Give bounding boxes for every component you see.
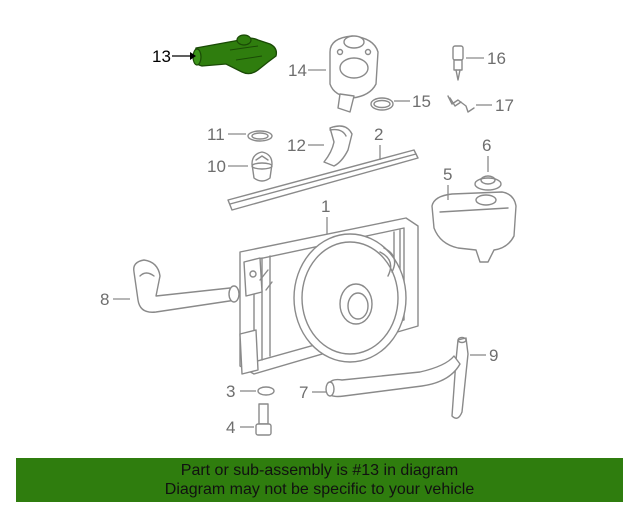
callout-16: 16 bbox=[466, 49, 506, 68]
part-11-gasket[interactable] bbox=[247, 130, 273, 142]
callout-12-label: 12 bbox=[287, 136, 306, 155]
callout-1: 1 bbox=[321, 197, 330, 234]
callout-15: 15 bbox=[394, 92, 431, 111]
part-12-bypass-hose[interactable] bbox=[323, 125, 353, 167]
callout-11-label: 11 bbox=[207, 125, 225, 144]
callout-17: 17 bbox=[476, 96, 514, 115]
callout-16-label: 16 bbox=[487, 49, 506, 68]
part-4-drain-plug[interactable] bbox=[255, 403, 272, 436]
callout-14-label: 14 bbox=[288, 61, 307, 80]
callout-5: 5 bbox=[443, 165, 452, 200]
banner-line-2: Diagram may not be specific to your vehi… bbox=[164, 481, 475, 498]
callout-14: 14 bbox=[288, 61, 326, 80]
callout-13-label: 13 bbox=[152, 47, 171, 66]
part-14-water-outlet[interactable] bbox=[329, 35, 379, 113]
callout-2: 2 bbox=[374, 125, 383, 160]
banner-line-1: Part or sub-assembly is #13 in diagram bbox=[180, 462, 459, 479]
callout-8: 8 bbox=[100, 290, 130, 309]
callout-7: 7 bbox=[299, 383, 326, 402]
callout-13: 13 bbox=[152, 47, 196, 66]
callout-11: 11 bbox=[207, 125, 246, 144]
part-8-upper-hose[interactable] bbox=[133, 259, 240, 313]
part-17-clip[interactable] bbox=[447, 95, 475, 113]
callout-3-label: 3 bbox=[226, 382, 235, 401]
callout-17-label: 17 bbox=[495, 96, 514, 115]
part-2-seal-strip[interactable] bbox=[227, 149, 419, 211]
part-13-thermostat-housing[interactable] bbox=[192, 34, 278, 75]
callout-12: 12 bbox=[287, 136, 324, 155]
callout-1-label: 1 bbox=[321, 197, 330, 216]
part-1-radiator[interactable] bbox=[239, 217, 419, 375]
part-16-sensor[interactable] bbox=[452, 45, 464, 81]
callout-9-label: 9 bbox=[489, 346, 498, 365]
callout-3: 3 bbox=[226, 382, 256, 401]
callout-15-label: 15 bbox=[412, 92, 431, 111]
part-9-overflow-hose[interactable] bbox=[451, 336, 469, 419]
callout-10: 10 bbox=[207, 157, 248, 176]
part-15-gasket[interactable] bbox=[370, 97, 394, 111]
callout-6-label: 6 bbox=[482, 136, 491, 155]
callout-4-label: 4 bbox=[226, 418, 235, 437]
callout-8-label: 8 bbox=[100, 290, 109, 309]
part-7-lower-hose[interactable] bbox=[325, 355, 461, 398]
part-3-o-ring[interactable] bbox=[257, 386, 275, 396]
callout-7-label: 7 bbox=[299, 383, 308, 402]
part-10-thermostat[interactable] bbox=[251, 151, 273, 182]
callout-9: 9 bbox=[470, 346, 498, 365]
part-6-cap[interactable] bbox=[474, 175, 502, 191]
part-5-reservoir[interactable] bbox=[431, 191, 517, 263]
callout-10-label: 10 bbox=[207, 157, 226, 176]
callout-6: 6 bbox=[482, 136, 491, 172]
callout-5-label: 5 bbox=[443, 165, 452, 184]
callout-4: 4 bbox=[226, 418, 254, 437]
part-info-banner: Part or sub-assembly is #13 in diagram D… bbox=[16, 458, 623, 502]
callout-2-label: 2 bbox=[374, 125, 383, 144]
